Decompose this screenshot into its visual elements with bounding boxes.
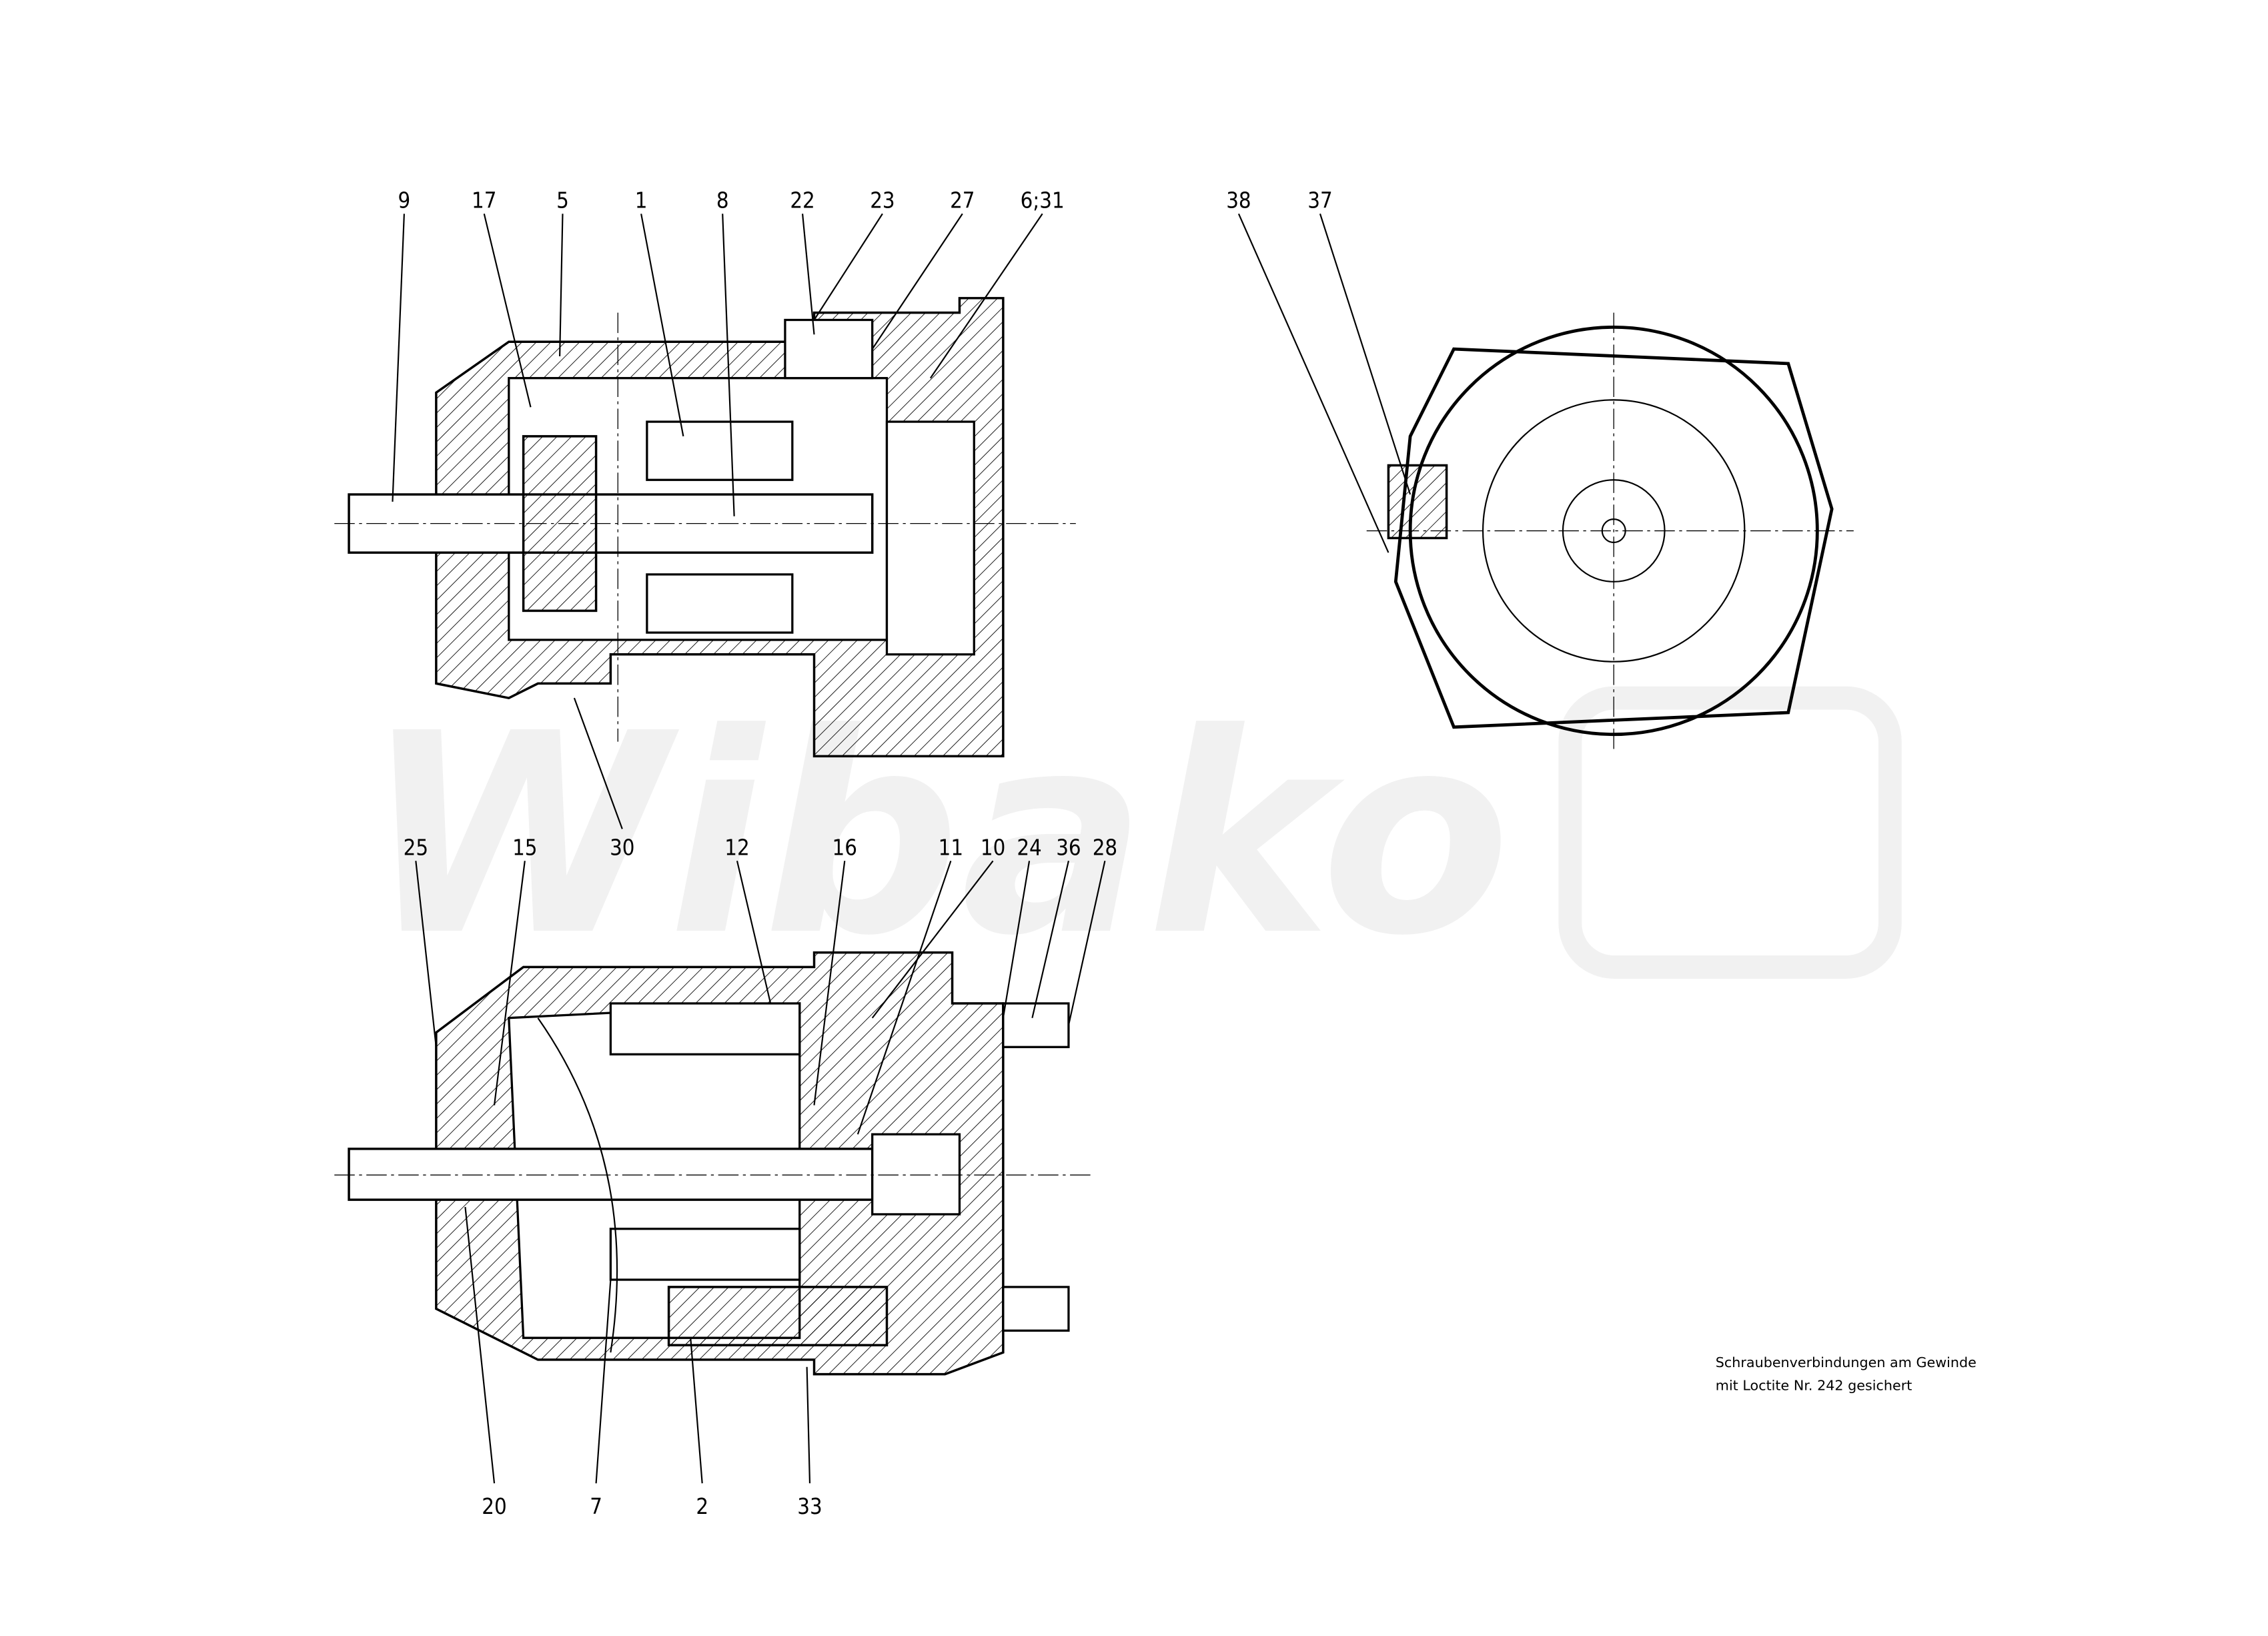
part-label: 22 — [790, 188, 814, 214]
watermark: Wibako — [364, 675, 1902, 996]
part-label: 16 — [832, 835, 857, 861]
part-label: 2 — [696, 1494, 708, 1519]
part-label: 5 — [556, 188, 569, 214]
note-line-2: mit Loctite Nr. 242 gesichert — [1716, 1378, 1912, 1394]
part-label: 28 — [1093, 835, 1117, 861]
part-label: 6;31 — [1021, 188, 1065, 214]
part-label: 25 — [404, 835, 428, 861]
part-label: 7 — [590, 1494, 602, 1519]
end-view — [1366, 312, 1854, 749]
part-label: 36 — [1056, 835, 1081, 861]
part-label: 15 — [512, 835, 537, 861]
lower-section-view — [334, 951, 1091, 1376]
part-label: 17 — [472, 188, 496, 214]
part-label: 30 — [610, 835, 634, 861]
note-line-1: Schraubenverbindungen am Gewinde — [1716, 1354, 1976, 1370]
top-section-view — [334, 297, 1076, 758]
part-label: 12 — [724, 835, 749, 861]
part-label: 10 — [981, 835, 1005, 861]
part-label: 23 — [870, 188, 895, 214]
loctite-note: Schraubenverbindungen am Gewinde mit Loc… — [1716, 1354, 1976, 1394]
leader-lines — [392, 213, 1411, 1484]
part-label: 37 — [1307, 188, 1332, 214]
part-label: 24 — [1017, 835, 1041, 861]
part-label: 38 — [1226, 188, 1251, 214]
part-label: 20 — [482, 1494, 506, 1519]
part-label: 8 — [716, 188, 729, 214]
part-labels: 9 17 5 1 8 22 23 27 6;31 38 37 30 25 15 … — [398, 188, 1333, 1519]
part-label: 1 — [635, 188, 648, 214]
part-label: 11 — [939, 835, 963, 861]
part-label: 9 — [398, 188, 411, 214]
part-label: 33 — [797, 1494, 822, 1519]
part-label: 27 — [950, 188, 975, 214]
